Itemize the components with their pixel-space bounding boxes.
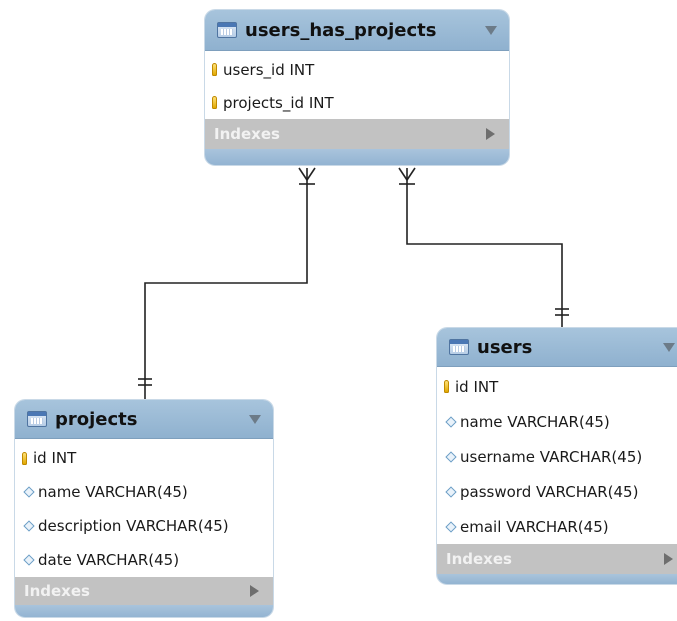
column-row[interactable]: name VARCHAR(45) [15,475,273,509]
column-label: password VARCHAR(45) [460,482,639,501]
crowsfoot-many-icon [298,167,316,185]
diamond-icon [445,485,457,498]
key-icon [22,451,27,465]
column-row[interactable]: email VARCHAR(45) [437,509,677,544]
indexes-label: Indexes [24,582,90,600]
entity-footer [15,605,273,617]
chevron-right-icon[interactable] [664,553,673,565]
diamond-icon [445,415,457,428]
column-label: description VARCHAR(45) [38,517,229,535]
chevron-right-icon[interactable] [250,585,259,597]
table-icon [27,411,47,427]
column-row[interactable]: date VARCHAR(45) [15,543,273,577]
key-icon [444,380,449,393]
table-icon [217,22,237,38]
column-label: users_id INT [223,60,315,79]
column-label: date VARCHAR(45) [38,551,180,569]
diamond-icon [23,520,35,532]
key-icon [212,63,217,76]
column-list: id INT name VARCHAR(45) description VARCHA… [15,439,273,577]
chevron-right-icon[interactable] [486,128,495,140]
cardinality-one-icon [555,308,569,316]
diamond-icon [445,450,457,463]
column-label: name VARCHAR(45) [38,483,188,501]
entity-users-has-projects[interactable]: users_has_projects users_id INT projects_i… [205,10,509,165]
chevron-down-icon[interactable] [249,415,261,424]
primary-key-column[interactable]: id INT [15,441,273,475]
entity-footer [437,574,677,584]
column-label: projects_id INT [223,93,334,112]
entity-title: users_has_projects [245,19,437,41]
column-label: name VARCHAR(45) [460,412,610,431]
column-list: id INT name VARCHAR(45) username VARCHAR(4… [437,367,677,544]
diamond-icon [23,554,35,566]
primary-key-column[interactable]: id INT [437,369,677,404]
column-label: email VARCHAR(45) [460,517,609,536]
entity-footer [205,149,509,165]
entity-header[interactable]: users [437,328,677,367]
column-label: id INT [455,377,499,396]
chevron-down-icon[interactable] [485,26,497,35]
indexes-label: Indexes [214,125,280,143]
diamond-icon [23,486,35,498]
entity-header[interactable]: projects [15,400,273,439]
relationship-line-projects [144,168,308,400]
entity-header[interactable]: users_has_projects [205,10,509,51]
chevron-down-icon[interactable] [663,343,675,352]
cardinality-one-icon [138,378,152,386]
column-row[interactable]: name VARCHAR(45) [437,404,677,439]
entity-title: projects [55,408,138,430]
table-icon [449,339,469,355]
entity-projects[interactable]: projects id INT name VARCHAR(45) descriptio… [15,400,273,617]
primary-key-column[interactable]: projects_id INT [205,86,509,119]
indexes-section[interactable]: Indexes [15,577,273,605]
entity-users[interactable]: users id INT name VARCHAR(45) username VARC… [437,328,677,584]
indexes-section[interactable]: Indexes [205,119,509,149]
crowsfoot-many-icon [398,167,416,185]
indexes-label: Indexes [446,550,512,568]
column-label: id INT [33,449,77,467]
column-row[interactable]: username VARCHAR(45) [437,439,677,474]
column-list: users_id INT projects_id INT [205,51,509,119]
column-row[interactable]: description VARCHAR(45) [15,509,273,543]
entity-title: users [477,336,533,358]
column-row[interactable]: password VARCHAR(45) [437,474,677,509]
primary-key-column[interactable]: users_id INT [205,53,509,86]
indexes-section[interactable]: Indexes [437,544,677,574]
key-icon [212,96,217,109]
relationship-line-users [406,168,563,327]
diamond-icon [445,520,457,533]
column-label: username VARCHAR(45) [460,447,643,466]
